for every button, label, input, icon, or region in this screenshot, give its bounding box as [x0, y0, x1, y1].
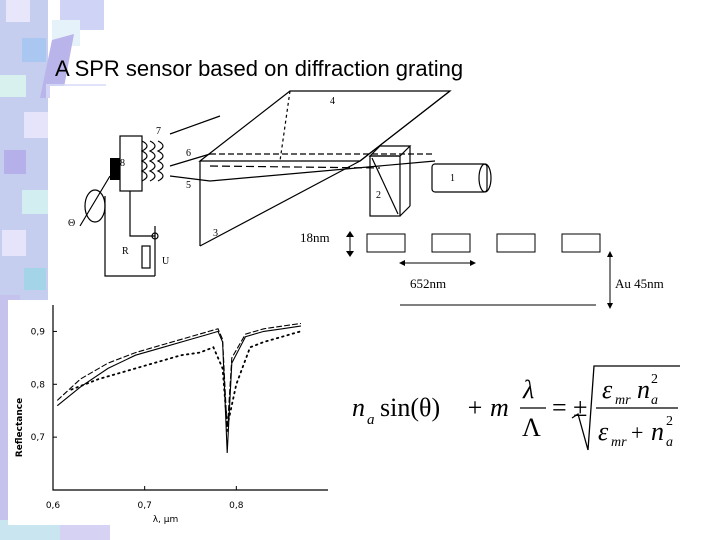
eq-lambda: λ: [522, 375, 534, 404]
eq-sub-a: a: [367, 412, 375, 428]
eq-capital-lambda: Λ: [522, 413, 541, 442]
gold-film-label: Au 45nm: [615, 276, 664, 291]
x-tick-label: 0,7: [138, 501, 152, 511]
y-tick-label: 0,9: [31, 327, 46, 337]
setup-diagram: 4 7 6 5 8 1 2 3 R U Θ: [50, 86, 500, 286]
setup-label-r: R: [122, 246, 129, 257]
eq-equals-pm: = ±: [552, 393, 587, 422]
eq-den-eps: ε: [598, 417, 609, 446]
setup-label-8: 8: [120, 158, 125, 169]
eq-sin: sin(θ): [380, 393, 440, 422]
eq-num-sub-a: a: [651, 393, 658, 408]
setup-label-7: 7: [156, 126, 161, 137]
eq-den-n: n: [651, 417, 664, 446]
eq-den-sub-a: a: [666, 435, 673, 450]
setup-label-6: 6: [186, 148, 191, 159]
series-line-solid: [57, 325, 302, 454]
setup-label-1: 1: [450, 173, 455, 184]
y-tick-label: 0,7: [31, 433, 45, 443]
setup-label-u: U: [162, 256, 170, 267]
setup-label-4: 4: [330, 96, 335, 107]
eq-den-plus: +: [631, 420, 643, 445]
eq-n: n: [352, 393, 365, 422]
chart-background: [8, 300, 338, 525]
slide-title: A SPR sensor based on diffraction gratin…: [55, 56, 464, 81]
y-tick-label: 0,8: [31, 380, 46, 390]
grating-period-label: 652nm: [410, 276, 447, 291]
x-tick-label: 0,6: [46, 501, 61, 511]
grating-coupling-equation: n a sin(θ) + m λ Λ = ± ε mr n 2 a ε mr +…: [352, 365, 680, 451]
setup-label-theta: Θ: [68, 218, 75, 229]
eq-den-mr: mr: [611, 435, 627, 450]
eq-num-mr: mr: [615, 393, 631, 408]
series-line-dashed: [57, 322, 302, 432]
x-tick-label: 0,8: [229, 501, 244, 511]
grating-height-label: 18nm: [300, 230, 330, 245]
eq-plus-m: + m: [466, 393, 509, 422]
eq-num-eps: ε: [602, 375, 613, 404]
x-axis-label: λ, μm: [153, 515, 179, 525]
setup-label-2: 2: [376, 190, 381, 201]
eq-num-n: n: [637, 375, 650, 404]
y-axis-label: Reflectance: [15, 398, 25, 457]
series-line-dotted: [70, 330, 302, 427]
eq-den-sup2: 2: [666, 414, 673, 429]
grating-diagram: [346, 231, 613, 309]
setup-label-3: 3: [213, 228, 218, 239]
eq-num-sup2: 2: [651, 372, 658, 387]
setup-label-5: 5: [186, 180, 191, 191]
